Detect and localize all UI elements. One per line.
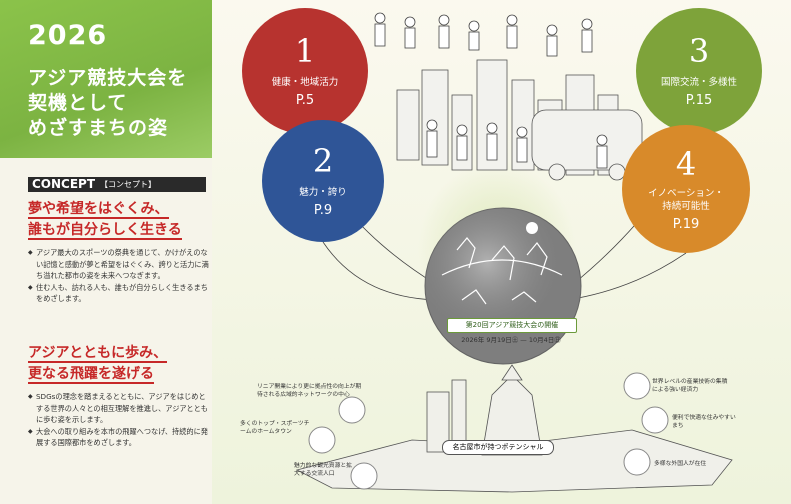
theme-page: P.15 xyxy=(685,93,713,108)
theme-label-line2: 持続可能性 xyxy=(662,201,710,212)
caption-linear: リニア開業により更に拠点性の向上が期待される広域的ネットワークの中心 xyxy=(257,384,362,398)
section1-heading: 夢や希望をはぐくみ、 誰もが自分らしく生きる xyxy=(28,200,182,240)
nagoya-base xyxy=(295,364,733,493)
section2-bullet: 大会への取り組みを本市の飛躍へつなげ、持続的に発展する国際都市をめざします。 xyxy=(28,426,210,449)
theme-page: P.9 xyxy=(313,203,333,218)
theme-number: 3 xyxy=(688,32,710,70)
section2-bullets: SDGsの理念を踏まえるとともに、アジアをはじめとする世界の人々との相互理解を推… xyxy=(28,391,210,449)
section1-bullet: 住む人も、訪れる人も、誰もが自分らしく生きるまちをめざします。 xyxy=(28,282,210,305)
section1-bullets: アジア最大のスポーツの祭典を通じて、かけがえのない記憶と感動が夢と希望をはぐくみ… xyxy=(28,247,210,305)
section2-bullet: SDGsの理念を踏まえるとともに、アジアをはじめとする世界の人々との相互理解を推… xyxy=(28,391,210,426)
concept-bar: CONCEPT 【コンセプト】 xyxy=(28,177,206,192)
theme-label: 健康・地域活力 xyxy=(271,77,339,88)
caption-industry: 世界レベルの産業技術の集積による強い経済力 xyxy=(652,379,728,393)
left-panel: 2026 アジア競技大会を 契機として めざすまちの姿 CONCEPT 【コンセ… xyxy=(0,0,212,504)
caption-tourism: 魅力的な観光資源と拡大する交流人口 xyxy=(294,463,352,477)
event-title: 第20回アジア競技大会の開催 xyxy=(447,318,577,333)
caption-livable: 便利で快適な住みやすいまち xyxy=(672,415,736,429)
section1-heading-line1: 夢や希望をはぐくみ、 xyxy=(28,201,169,219)
title-line-1: アジア競技大会を xyxy=(28,67,188,89)
caption-sports-teams: 多くのトップ・スポーツチームのホームタウン xyxy=(240,421,310,435)
caption-foreigners: 多様な外国人が在住 xyxy=(654,461,707,467)
theme-page: P.19 xyxy=(672,217,700,232)
event-date: 2026年 9月19日㊏ — 10月4日㊐ xyxy=(461,336,561,344)
title-panel xyxy=(0,0,212,158)
theme-number: 4 xyxy=(675,145,697,183)
theme-circle-2[interactable]: 2 魅力・誇り P.9 xyxy=(262,120,384,242)
theme-circle-4[interactable]: 4 イノベーション・ 持続可能性 P.19 xyxy=(622,125,750,253)
people-illustration xyxy=(374,12,608,169)
theme-number: 2 xyxy=(312,142,334,180)
section1-bullet: アジア最大のスポーツの祭典を通じて、かけがえのない記憶と感動が夢と希望をはぐくみ… xyxy=(28,247,210,282)
theme-label: 国際交流・多様性 xyxy=(660,77,737,88)
concept-label-jp: 【コンセプト】 xyxy=(100,180,156,189)
title-line-3: めざすまちの姿 xyxy=(28,117,169,139)
theme-label-line1: イノベーション・ xyxy=(648,188,724,199)
theme-page: P.5 xyxy=(295,93,315,108)
section2-heading: アジアとともに歩み、 更なる飛躍を遂げる xyxy=(28,344,168,384)
theme-circle-3[interactable]: 3 国際交流・多様性 P.15 xyxy=(636,8,762,134)
illustration-area: 1 健康・地域活力 P.5 2 魅力・誇り P.9 3 国際交流・多様性 P.1… xyxy=(212,0,791,504)
feature-icons xyxy=(308,372,669,490)
title-year: 2026 xyxy=(28,20,108,51)
section1-heading-line2: 誰もが自分らしく生きる xyxy=(28,222,182,240)
title-line-2: 契機として xyxy=(28,92,128,114)
section2-heading-line2: 更なる飛躍を遂げる xyxy=(28,366,154,384)
theme-label: 魅力・誇り xyxy=(299,187,347,198)
concept-label: CONCEPT xyxy=(32,177,96,191)
potential-label: 名古屋市が持つポテンシャル xyxy=(442,440,554,455)
theme-circle-1[interactable]: 1 健康・地域活力 P.5 xyxy=(242,8,368,134)
theme-number: 1 xyxy=(294,32,316,70)
section2-heading-line1: アジアとともに歩み、 xyxy=(28,345,168,363)
